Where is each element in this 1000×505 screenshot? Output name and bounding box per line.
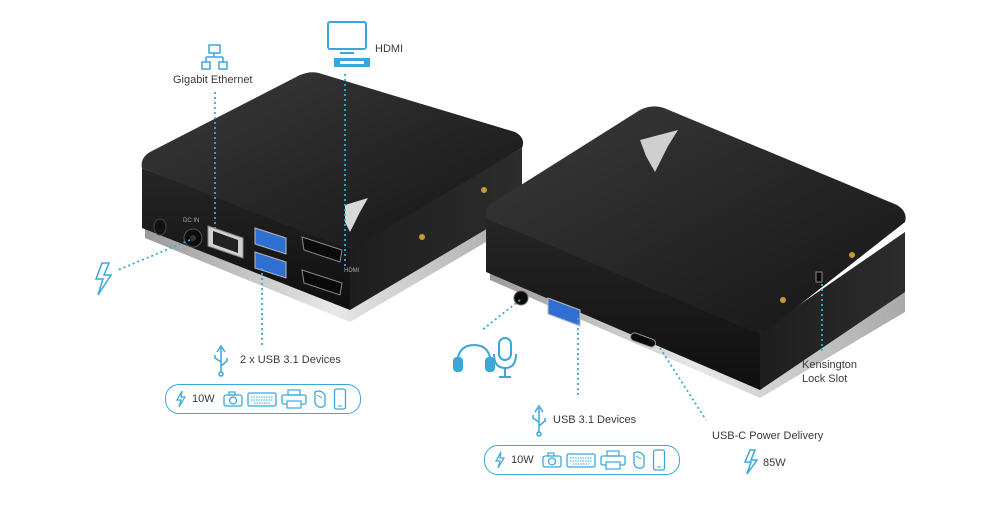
device-pill-left: 10W — [165, 384, 361, 414]
device-pill-right: 10W — [484, 445, 680, 475]
phone-icon — [333, 388, 346, 410]
dock-right-front — [486, 218, 760, 390]
keyboard-icon — [246, 392, 277, 407]
callout-dc-in — [117, 239, 191, 271]
screw — [780, 297, 786, 303]
dock-left-logo — [345, 198, 368, 232]
label-hdmi: HDMI — [375, 43, 404, 55]
dock-left: DC IN HDMI — [141, 72, 524, 322]
label-kensington: Kensington — [802, 359, 858, 371]
microphone-icon — [493, 337, 517, 378]
pill-power-label: 10W — [192, 393, 215, 405]
camera-icon — [222, 391, 243, 407]
label-usb31-left: 2 x USB 3.1 Devices — [240, 354, 341, 366]
lightning-icon — [494, 451, 506, 469]
keyboard-icon — [565, 453, 596, 468]
headphones-icon — [453, 343, 495, 372]
usb-icon — [532, 404, 546, 437]
callout-audio — [481, 299, 521, 331]
usb-port — [254, 251, 287, 279]
label-gigabit-ethernet: Gigabit Ethernet — [173, 74, 253, 86]
dock-right — [485, 106, 906, 398]
label-usbc-pd: USB-C Power Delivery — [712, 430, 824, 442]
mouse-icon — [632, 451, 645, 469]
dock-right-side — [760, 232, 905, 390]
audio-jack — [513, 290, 529, 306]
lightning-icon — [94, 262, 113, 296]
dock-left-top — [141, 72, 524, 248]
dock-right-logo — [640, 130, 678, 172]
mouse-icon — [313, 390, 326, 408]
screw — [419, 234, 425, 240]
dock-left-front — [142, 168, 350, 310]
printer-icon — [280, 389, 307, 409]
dock-left-side — [350, 148, 522, 310]
printer-icon — [599, 450, 626, 470]
usb-port — [254, 227, 287, 255]
network-icon — [201, 44, 228, 70]
screw — [849, 252, 855, 258]
kensington-slot — [815, 271, 823, 283]
phone-icon — [652, 449, 665, 471]
callout-lines — [117, 74, 823, 421]
callout-usbc — [659, 347, 707, 421]
label-85w: 85W — [763, 457, 786, 469]
lightning-icon — [743, 449, 759, 475]
screw — [481, 187, 487, 193]
camera-icon — [541, 452, 562, 468]
label-lock-slot: Lock Slot — [802, 373, 848, 385]
power-button — [153, 218, 167, 236]
dock-right-top — [485, 106, 906, 333]
usb-port — [547, 297, 581, 327]
hdmi-port — [301, 236, 343, 263]
hdmi-port — [301, 269, 343, 296]
hdmi-marking: HDMI — [344, 268, 360, 274]
pill-power-label: 10W — [511, 454, 534, 466]
usb-c-port — [630, 332, 656, 348]
dc-in-marking: DC IN — [183, 218, 199, 224]
lightning-icon — [175, 390, 187, 408]
dock-right-base — [490, 262, 905, 398]
label-usb31-right: USB 3.1 Devices — [553, 414, 637, 426]
monitor-icon — [327, 21, 370, 67]
usb-icon — [214, 344, 228, 377]
